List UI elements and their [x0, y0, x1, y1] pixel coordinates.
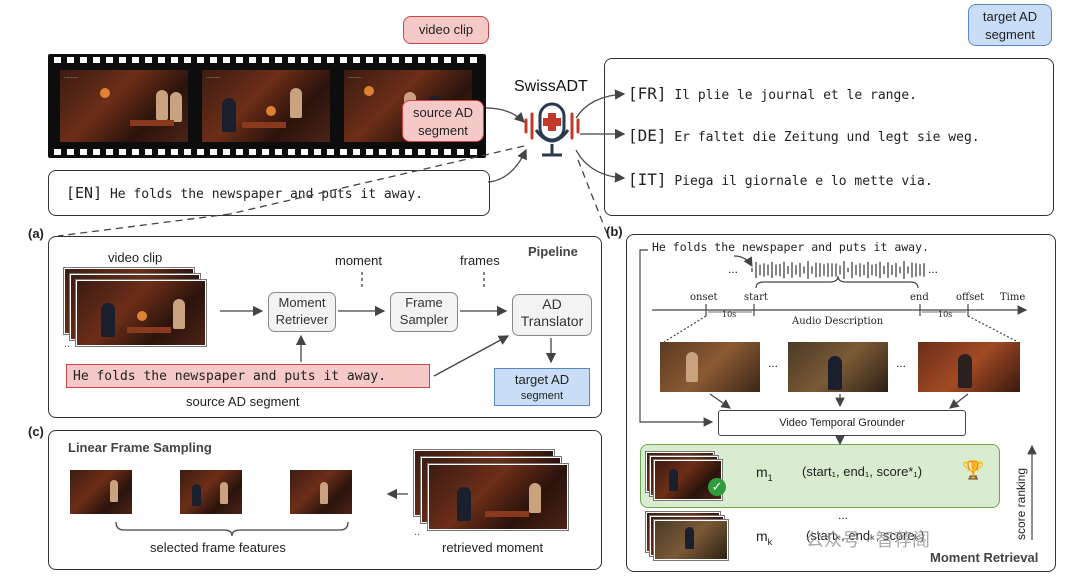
translation-de: [DE] Er faltet die Zeitung und legt sie … — [628, 126, 980, 145]
box-text: segment — [520, 390, 564, 402]
row-ellipsis: ... — [838, 508, 849, 522]
moment-k-id: mk — [756, 528, 772, 547]
box-text: Retriever — [275, 312, 329, 327]
frames-label: frames — [460, 253, 500, 268]
start-label: start — [744, 292, 768, 303]
gap-label: 10s — [938, 310, 953, 319]
frame-sampler-box: Frame Sampler — [390, 292, 458, 332]
translations-box — [604, 58, 1054, 216]
pipeline-source-sentence: He folds the newspaper and puts it away. — [66, 364, 430, 388]
callout-text: segment — [985, 27, 1035, 42]
source-sentence: [EN] He folds the newspaper and puts it … — [66, 184, 423, 202]
system-name: SwissADT — [514, 78, 588, 95]
callout-text: segment — [418, 123, 468, 138]
audio-description-label: Audio Description — [792, 316, 884, 327]
video-frame — [76, 280, 206, 346]
video-clip-label: video clip — [108, 250, 163, 265]
film-frame: .......... — [202, 70, 330, 142]
trophy-icon: 🏆 — [962, 460, 985, 480]
retrieval-frame — [918, 342, 1020, 392]
moment-1-id: m1 — [756, 464, 773, 483]
panel-c-label: (c) — [28, 424, 44, 439]
target-ad-callout: target AD segment — [968, 4, 1052, 46]
lang-tag: [IT] — [628, 170, 667, 189]
source-segment-label: source AD segment — [186, 394, 300, 409]
selected-features-label: selected frame features — [150, 540, 286, 555]
box-text: Frame — [405, 295, 443, 310]
waveform-ellipsis-right: ... — [928, 262, 939, 276]
moment-id: m — [756, 528, 768, 544]
panel-a-label: (a) — [28, 226, 44, 241]
box-text: AD — [542, 296, 562, 312]
film-frame: .......... — [60, 70, 188, 142]
translation-fr: [FR] Il plie le journal et le range. — [628, 84, 917, 103]
target-segment-box: target AD segment — [494, 368, 590, 406]
gap-label: 10s — [722, 310, 737, 319]
sampled-frame — [70, 470, 132, 514]
translation-it: [IT] Piega il giornale e lo mette via. — [628, 170, 933, 189]
video-clip-callout: video clip — [403, 16, 489, 44]
sampled-frame — [180, 470, 242, 514]
box-text: Translator — [520, 313, 584, 329]
check-icon: ✓ — [708, 478, 726, 496]
retrieval-frame — [788, 342, 888, 392]
lang-tag: [DE] — [628, 126, 667, 145]
source-ad-callout: source AD segment — [402, 100, 484, 142]
sampled-frame — [290, 470, 352, 514]
linear-sampling-title: Linear Frame Sampling — [68, 440, 212, 455]
retrieval-sentence: He folds the newspaper and puts it away. — [652, 240, 929, 254]
frame-ellipsis: ... — [768, 356, 779, 370]
lang-tag: [EN] — [66, 184, 103, 202]
moment-retriever-box: Moment Retriever — [268, 292, 336, 332]
moment-k-tuple: (startₖ, endₖ, scoreₖ) — [806, 528, 925, 543]
box-text: Moment — [278, 295, 326, 310]
waveform-ellipsis-left: ... — [728, 262, 739, 276]
grounder-text: Video Temporal Grounder — [779, 417, 905, 429]
onset-label: onset — [690, 292, 718, 303]
moment-subscript: k — [767, 536, 773, 547]
retrieved-moment-label: retrieved moment — [442, 540, 544, 555]
end-label: end — [910, 292, 929, 303]
moment-retrieval-title: Moment Retrieval — [930, 550, 1039, 565]
microphone-icon — [524, 102, 580, 157]
box-text: target AD — [514, 372, 570, 387]
lang-tag: [FR] — [628, 84, 667, 103]
moment-label: moment — [335, 253, 382, 268]
time-label: Time — [1000, 292, 1026, 303]
box-text: Sampler — [399, 312, 449, 327]
grounder-box: Video Temporal Grounder — [718, 410, 966, 436]
ad-translator-box: AD Translator — [512, 294, 592, 336]
audio-waveform — [751, 261, 925, 279]
moment-1-tuple: (start₁, end₁, score*₁) — [802, 464, 923, 479]
moment-id: m — [756, 464, 768, 480]
moment-subscript: 1 — [767, 472, 773, 483]
translation-text: Piega il giornale e lo mette via. — [674, 174, 933, 189]
translation-text: Il plie le journal et le range. — [674, 88, 917, 103]
retrieval-frame — [660, 342, 760, 392]
watermark: 公众号 · 智荐阁 — [806, 530, 930, 550]
source-text: He folds the newspaper and puts it away. — [109, 187, 424, 202]
top-connectors — [57, 89, 626, 237]
callout-text: target AD — [982, 9, 1038, 24]
translation-text: Er faltet die Zeitung und legt sie weg. — [674, 130, 980, 145]
source-sentence-box — [48, 170, 490, 216]
offset-label: offset — [956, 292, 985, 303]
retrieved-frame — [428, 464, 568, 530]
panel-b-label: (b) — [606, 224, 623, 239]
callout-text: source AD — [413, 105, 473, 120]
pipeline-title: Pipeline — [528, 244, 578, 259]
callout-text: video clip — [418, 22, 474, 37]
sentence-text: He folds the newspaper and puts it away. — [73, 369, 387, 384]
frame-ellipsis: ... — [896, 356, 907, 370]
